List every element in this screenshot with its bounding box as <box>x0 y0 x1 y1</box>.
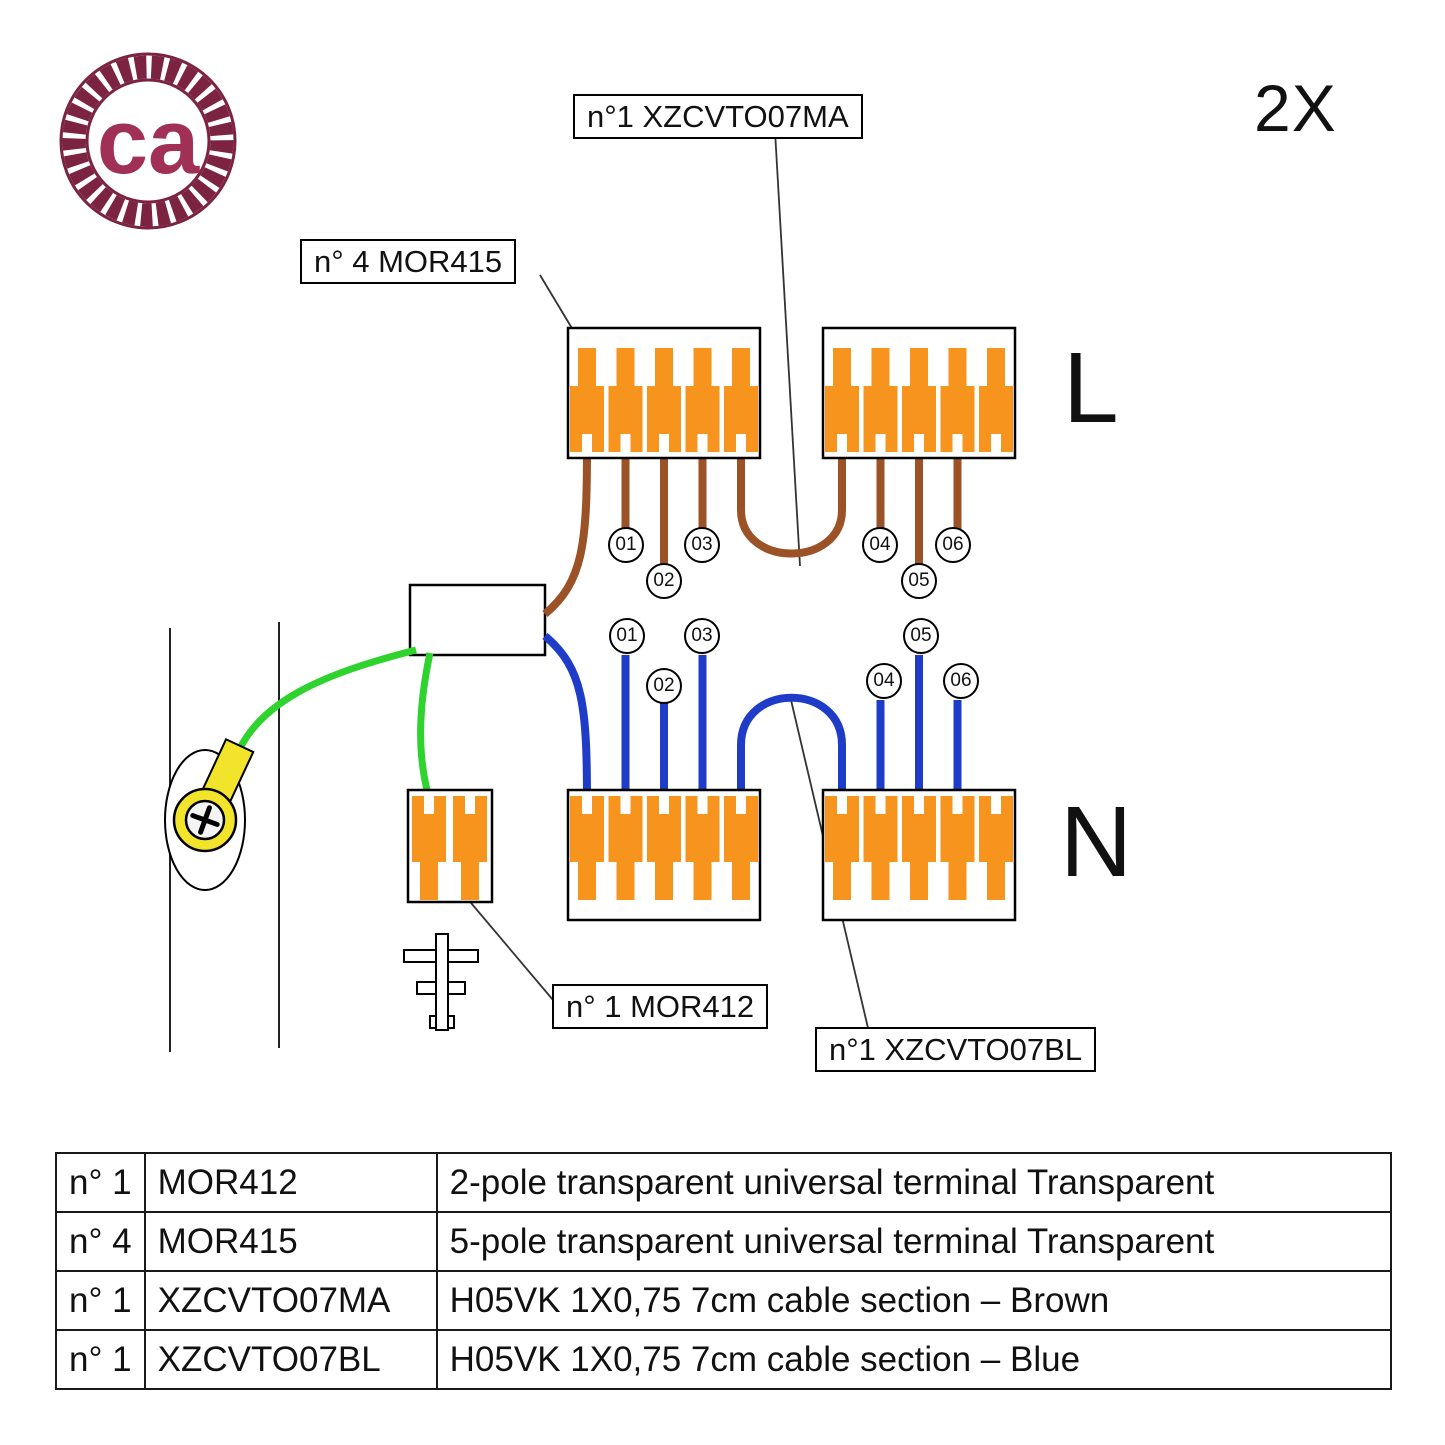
wire-marker-brown-03: 03 <box>684 527 720 563</box>
brown-wires <box>542 447 962 618</box>
label-xzcvto07ma: n°1 XZCVTO07MA <box>573 94 863 140</box>
wire-marker-blue-04: 04 <box>866 663 902 699</box>
label-mor415: n° 4 MOR415 <box>300 239 517 285</box>
code-cell: MOR412 <box>143 1152 438 1213</box>
code-cell: XZCVTO07BL <box>143 1329 438 1390</box>
desc-cell: 2-pole transparent universal terminal Tr… <box>435 1152 1393 1213</box>
blue-bridge-wire <box>737 693 846 802</box>
leader-mor415 <box>539 274 574 331</box>
table-row: n° 1 XZCVTO07BL H05VK 1X0,75 7cm cable s… <box>55 1329 1393 1390</box>
qty-cell: n° 4 <box>55 1211 146 1272</box>
label-mor412: n° 1 MOR412 <box>552 984 769 1030</box>
code-cell: MOR415 <box>143 1211 438 1272</box>
wire-marker-brown-02: 02 <box>646 563 682 599</box>
label-xzcvto07bl: n°1 XZCVTO07BL <box>815 1027 1097 1073</box>
brown-feed-wire <box>542 447 591 618</box>
desc-cell: H05VK 1X0,75 7cm cable section – Blue <box>435 1329 1393 1390</box>
table-row: n° 4 MOR415 5-pole transparent universal… <box>55 1211 1393 1272</box>
junction-box <box>408 583 547 657</box>
wire-marker-blue-02: 02 <box>646 668 682 704</box>
earth-wire-to-ring <box>229 646 417 767</box>
wire-marker-brown-01: 01 <box>608 527 644 563</box>
terminal-block-2pole <box>406 788 494 904</box>
terminal-block-bottom-left <box>566 788 762 922</box>
desc-cell: H05VK 1X0,75 7cm cable section – Brown <box>435 1270 1393 1331</box>
blue-wires <box>542 632 962 803</box>
leader-xzcvto07ma <box>774 130 801 567</box>
wire-marker-brown-05: 05 <box>901 563 937 599</box>
desc-cell: 5-pole transparent universal terminal Tr… <box>435 1211 1393 1272</box>
terminal-block-bottom-right <box>821 788 1017 922</box>
wire-marker-blue-03: 03 <box>684 618 720 654</box>
brown-bridge-wire <box>737 448 846 558</box>
blue-feed-wire <box>542 632 591 803</box>
earth-wires <box>229 646 434 795</box>
wire-marker-blue-06: 06 <box>943 663 979 699</box>
brand-logo: ca <box>59 52 237 230</box>
qty-cell: n° 1 <box>55 1152 146 1213</box>
leader-mor412 <box>465 896 554 1001</box>
wire-marker-blue-05: 05 <box>903 618 939 654</box>
quantity-multiplier: 2X <box>1254 71 1337 145</box>
table-row: n° 1 MOR412 2-pole transparent universal… <box>55 1152 1393 1213</box>
line-n-label: N <box>1060 786 1133 898</box>
code-cell: XZCVTO07MA <box>143 1270 438 1331</box>
bill-of-materials-table: n° 1 MOR412 2-pole transparent universal… <box>55 1152 1393 1390</box>
wire-marker-brown-04: 04 <box>862 527 898 563</box>
terminal-block-top-right <box>821 326 1017 460</box>
line-l-label: L <box>1063 332 1119 444</box>
wire-marker-blue-01: 01 <box>609 618 645 654</box>
wire-marker-brown-06: 06 <box>935 527 971 563</box>
ring-terminal <box>164 738 255 891</box>
qty-cell: n° 1 <box>55 1270 146 1331</box>
earth-symbol-icon <box>403 933 479 1031</box>
terminal-block-top-left <box>566 326 762 460</box>
brand-logo-text: ca <box>97 91 200 193</box>
table-row: n° 1 XZCVTO07MA H05VK 1X0,75 7cm cable s… <box>55 1270 1393 1331</box>
earth-wire-to-terminal <box>417 652 434 795</box>
qty-cell: n° 1 <box>55 1329 146 1390</box>
